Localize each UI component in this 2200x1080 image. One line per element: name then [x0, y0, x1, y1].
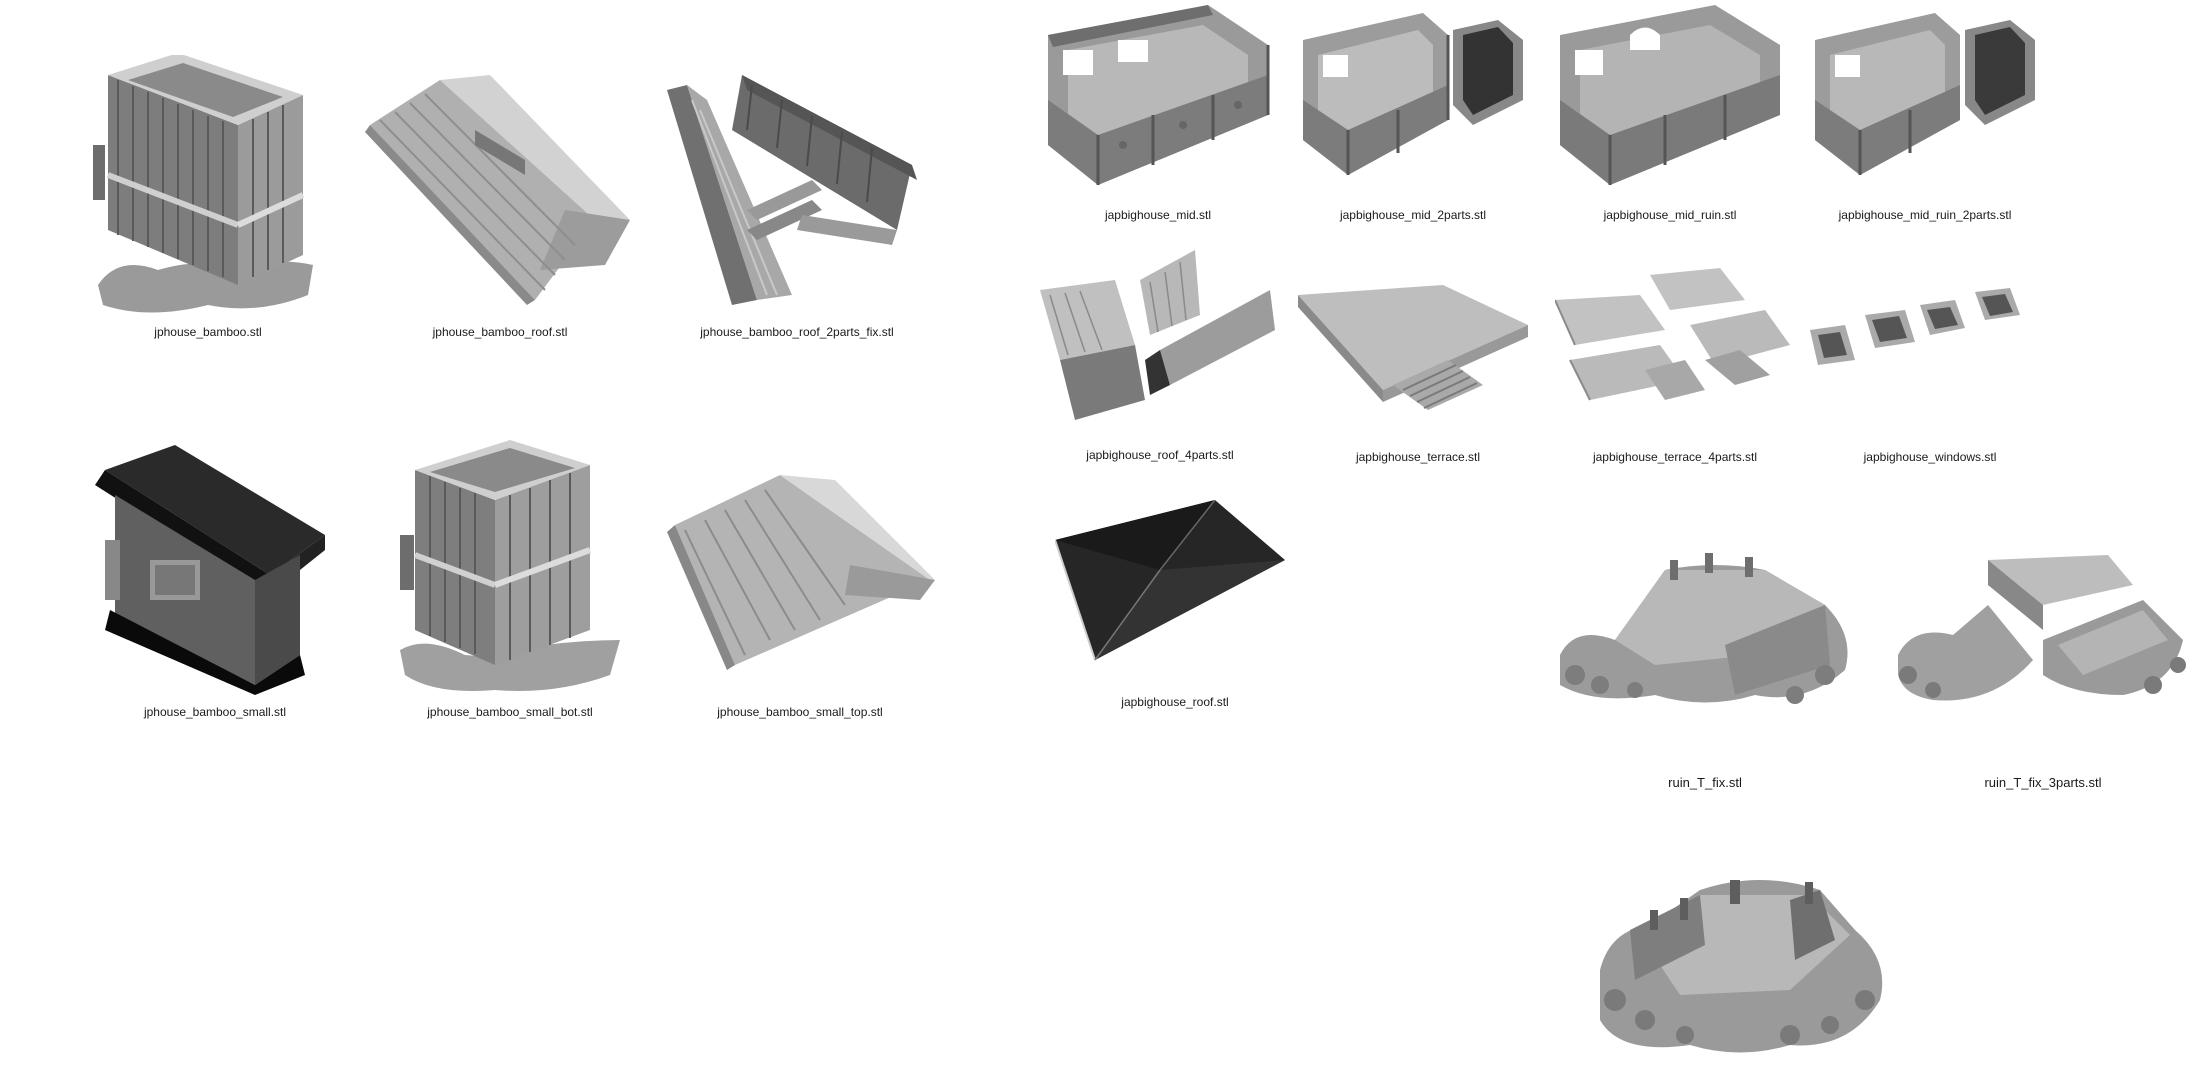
file-tile-ruin-t-fix[interactable]: ruin_T_fix.stl — [1555, 545, 1855, 800]
file-name-label: jphouse_bamboo_small_top.stl — [717, 705, 883, 719]
file-tile-japbighouse-terrace[interactable]: japbighouse_terrace.stl — [1298, 250, 1538, 470]
file-tile-japbighouse-mid[interactable]: japbighouse_mid.stl — [1043, 5, 1273, 230]
file-name-label: japbighouse_roof.stl — [1121, 695, 1229, 709]
file-tile-ruin-large[interactable] — [1590, 860, 1890, 1060]
ruin-model-icon — [1555, 545, 1855, 710]
file-tile-japbighouse-roof-4parts[interactable]: japbighouse_roof_4parts.stl — [1040, 250, 1280, 470]
terrace-model-icon — [1298, 250, 1538, 425]
file-name-label: japbighouse_mid_ruin.stl — [1603, 208, 1737, 222]
file-name-label: jphouse_bamboo.stl — [154, 325, 262, 339]
ruined-walls-model-icon — [1555, 5, 1785, 190]
file-name-label: jphouse_bamboo_roof.stl — [432, 325, 568, 339]
file-name-label: ruin_T_fix_3parts.stl — [1984, 775, 2102, 790]
file-tile-japbighouse-roof[interactable]: japbighouse_roof.stl — [1055, 500, 1295, 715]
file-tile-jphouse-bamboo[interactable]: jphouse_bamboo.stl — [88, 55, 328, 340]
file-name-label: japbighouse_terrace.stl — [1355, 450, 1481, 464]
file-tile-japbighouse-windows[interactable]: japbighouse_windows.stl — [1810, 280, 2050, 470]
file-name-label: jphouse_bamboo_small.stl — [143, 705, 287, 719]
window-panels-model-icon — [1810, 280, 2050, 400]
file-name-label: japbighouse_mid_ruin_2parts.stl — [1838, 208, 2012, 222]
file-tile-jphouse-bamboo-roof[interactable]: jphouse_bamboo_roof.stl — [365, 70, 635, 340]
small-house-model-icon — [95, 440, 335, 695]
dark-roof-model-icon — [1055, 500, 1295, 665]
file-tile-ruin-t-fix-3parts[interactable]: ruin_T_fix_3parts.stl — [1893, 545, 2193, 800]
bamboo-house-model-icon — [88, 55, 328, 320]
file-tile-japbighouse-terrace-4parts[interactable]: japbighouse_terrace_4parts.stl — [1555, 250, 1795, 470]
file-name-label: jphouse_bamboo_small_bot.stl — [427, 705, 593, 719]
file-tile-japbighouse-mid-2parts[interactable]: japbighouse_mid_2parts.stl — [1298, 5, 1528, 230]
ruin-large-model-icon — [1590, 860, 1890, 1060]
file-name-label: japbighouse_terrace_4parts.stl — [1592, 450, 1758, 464]
walls-model-icon — [1043, 5, 1273, 190]
tiled-roof-model-icon — [665, 470, 935, 685]
file-tile-jphouse-bamboo-roof-2parts-fix[interactable]: jphouse_bamboo_roof_2parts_fix.stl — [662, 70, 932, 340]
house-base-model-icon — [395, 440, 625, 700]
file-tile-japbighouse-mid-ruin-2parts[interactable]: japbighouse_mid_ruin_2parts.stl — [1810, 5, 2040, 230]
file-name-label: japbighouse_windows.stl — [1863, 450, 1997, 464]
file-name-label: japbighouse_roof_4parts.stl — [1086, 448, 1234, 462]
terrace-4parts-model-icon — [1555, 250, 1795, 425]
walls-2parts-model-icon — [1298, 5, 1528, 190]
file-name-label: ruin_T_fix.stl — [1668, 775, 1742, 790]
file-name-label: japbighouse_mid_2parts.stl — [1339, 208, 1487, 222]
file-tile-jphouse-bamboo-small[interactable]: jphouse_bamboo_small.stl — [95, 440, 335, 720]
tiled-roof-model-icon — [365, 70, 635, 310]
file-name-label: jphouse_bamboo_roof_2parts_fix.stl — [700, 325, 894, 339]
split-roof-model-icon — [662, 70, 932, 310]
roof-4parts-model-icon — [1040, 250, 1280, 425]
file-tile-jphouse-bamboo-small-top[interactable]: jphouse_bamboo_small_top.stl — [665, 470, 935, 720]
file-name-label: japbighouse_mid.stl — [1104, 208, 1212, 222]
file-tile-japbighouse-mid-ruin[interactable]: japbighouse_mid_ruin.stl — [1555, 5, 1785, 230]
ruin-3parts-model-icon — [1893, 545, 2193, 710]
ruined-walls-2parts-model-icon — [1810, 5, 2040, 190]
file-tile-jphouse-bamboo-small-bot[interactable]: jphouse_bamboo_small_bot.stl — [395, 440, 625, 720]
